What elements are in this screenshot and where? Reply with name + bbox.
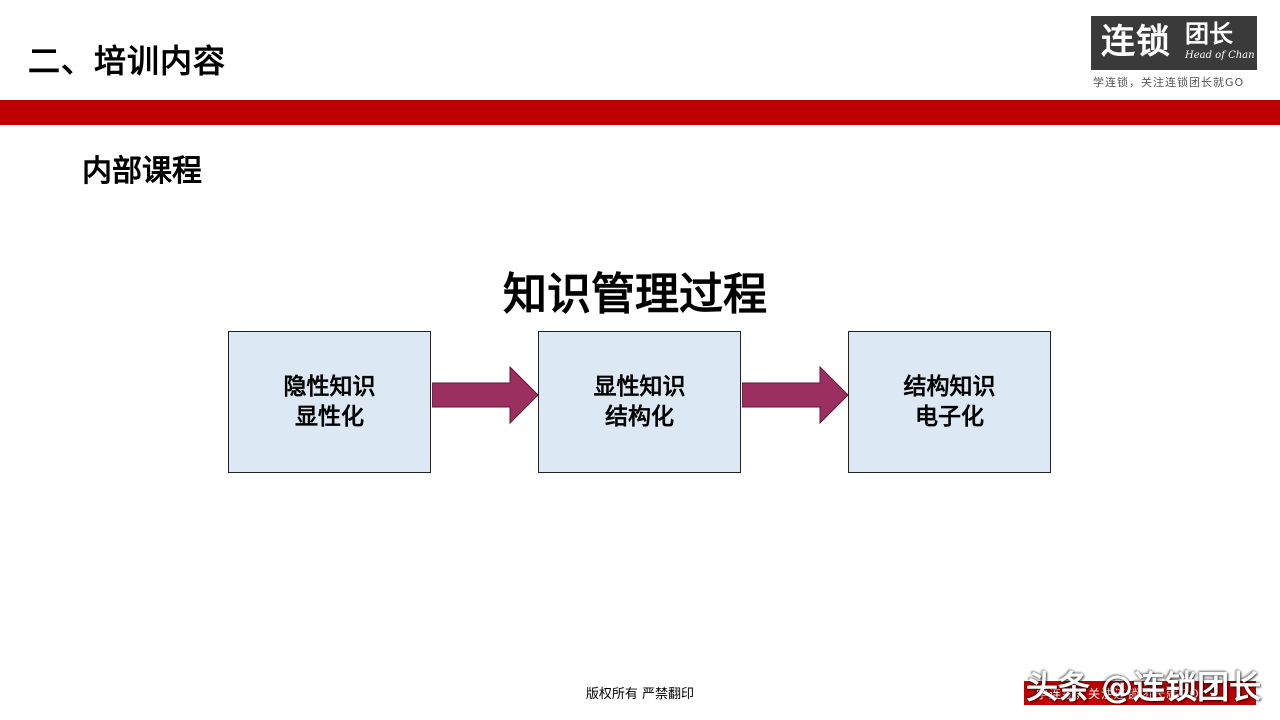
page-title: 二、培训内容 (28, 42, 227, 80)
header-divider-band (0, 100, 1280, 125)
footer-slogan: 学连锁，关注连锁团长就GO (1036, 687, 1200, 701)
logo-slogan: 学连锁，关注连锁团长就GO (1093, 76, 1245, 89)
section-title: 内部课程 (82, 154, 202, 189)
watermark: 头条 @连锁团长 (1026, 668, 1262, 706)
footer-copyright: 版权所有 严禁翻印 (585, 687, 695, 702)
process-step-1: 隐性知识 显性化 (228, 331, 431, 473)
brand-logo: 连锁 团长 Head of Chan (1091, 16, 1257, 70)
diagram-title: 知识管理过程 (503, 269, 767, 320)
process-step-2: 显性知识 结构化 (538, 331, 741, 473)
right-arrow-icon (742, 366, 849, 424)
logo-side-text: 团长 (1185, 20, 1233, 48)
footer-red-band (1024, 681, 1256, 705)
process-step-2-line-2: 结构化 (605, 404, 674, 430)
process-step-2-line-1: 显性知识 (593, 374, 686, 400)
process-step-1-line-2: 显性化 (295, 404, 364, 430)
process-step-1-line-1: 隐性知识 (283, 374, 376, 400)
process-step-3-line-1: 结构知识 (903, 374, 996, 400)
logo-english-text: Head of Chan (1185, 50, 1255, 61)
logo-main-text: 连锁 (1101, 22, 1171, 62)
process-step-3: 结构知识 电子化 (848, 331, 1051, 473)
process-step-3-line-2: 电子化 (915, 404, 984, 430)
right-arrow-icon (432, 366, 539, 424)
